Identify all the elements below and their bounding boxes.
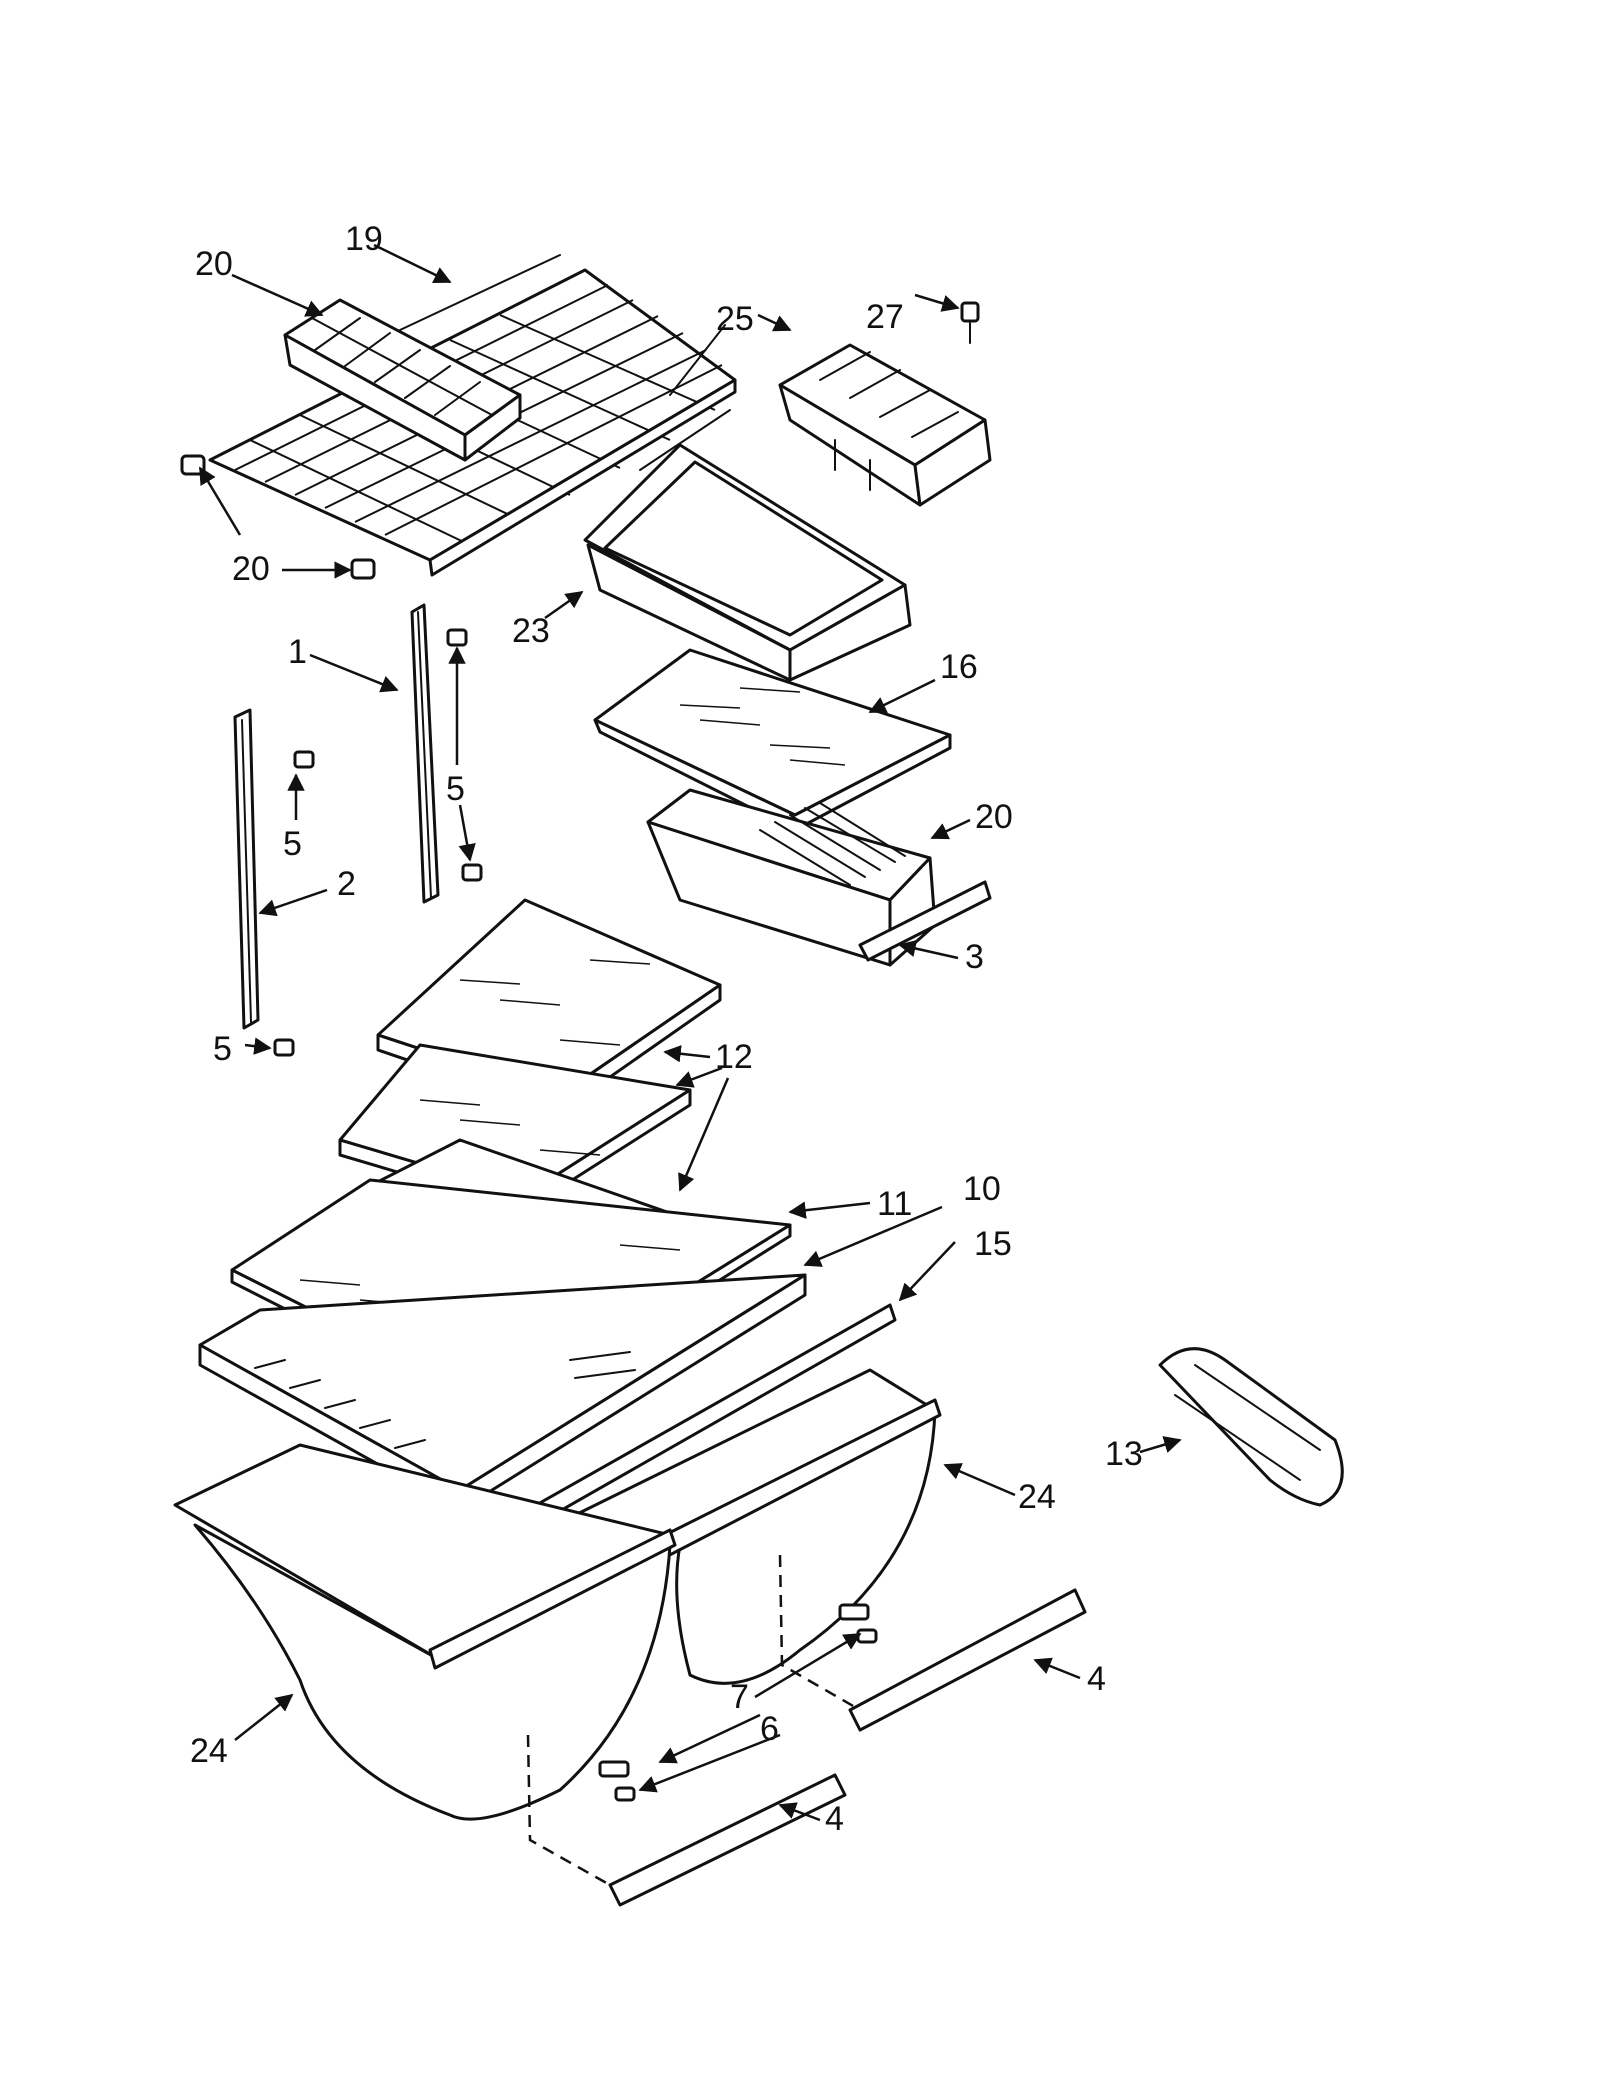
callout-3: 3	[965, 938, 984, 976]
callout-20: 20	[975, 798, 1013, 836]
callout-11: 11	[877, 1185, 912, 1223]
drawer-trim	[858, 880, 992, 962]
callout-5b: 5	[283, 825, 302, 863]
shelf-stop-peg	[180, 454, 376, 580]
shelf-ladder-left	[233, 708, 260, 1030]
crisper-cover	[778, 343, 992, 507]
callout-13: 13	[1105, 1435, 1143, 1473]
callout-19: 20	[232, 550, 270, 588]
ice-tray	[283, 298, 522, 462]
callout-12: 12	[715, 1038, 753, 1076]
crisper-drawer-right	[563, 1368, 942, 1685]
callout-4a: 4	[1087, 1660, 1106, 1698]
glass-shelf	[593, 648, 952, 832]
crisper-pan	[583, 409, 912, 682]
callout-1: 1	[288, 633, 307, 671]
screw	[960, 301, 980, 344]
shelf-ladder-right	[410, 603, 440, 904]
callout-24a: 24	[1018, 1478, 1056, 1516]
callout-labels: 20 19 25 27 20 23 16 1 20 5 5 2 3 5 12 1…	[190, 220, 1143, 1838]
callout-23: 23	[512, 612, 550, 650]
crisper-drawer-left	[173, 1443, 677, 1821]
callout-27: 27	[866, 298, 904, 336]
assembly-line	[526, 1554, 861, 1887]
ladder-screw	[273, 628, 483, 1057]
door-bar	[1158, 1347, 1344, 1507]
callout-5c: 5	[213, 1030, 232, 1068]
callout-22: 20	[195, 245, 233, 283]
callout-7: 7	[730, 1678, 749, 1716]
callout-15: 15	[974, 1225, 1012, 1263]
callout-6: 6	[760, 1710, 779, 1748]
callout-24b: 24	[190, 1732, 228, 1770]
leader-lines	[198, 243, 1182, 1822]
callout-25: 25	[716, 300, 754, 338]
callout-5a: 5	[446, 770, 465, 808]
callout-10: 10	[963, 1170, 1001, 1208]
callout-2: 2	[337, 865, 356, 903]
callout-17: 19	[345, 220, 383, 258]
drawer-slide	[598, 1603, 870, 1778]
callout-16: 16	[940, 648, 978, 686]
callout-4b: 4	[825, 1800, 844, 1838]
